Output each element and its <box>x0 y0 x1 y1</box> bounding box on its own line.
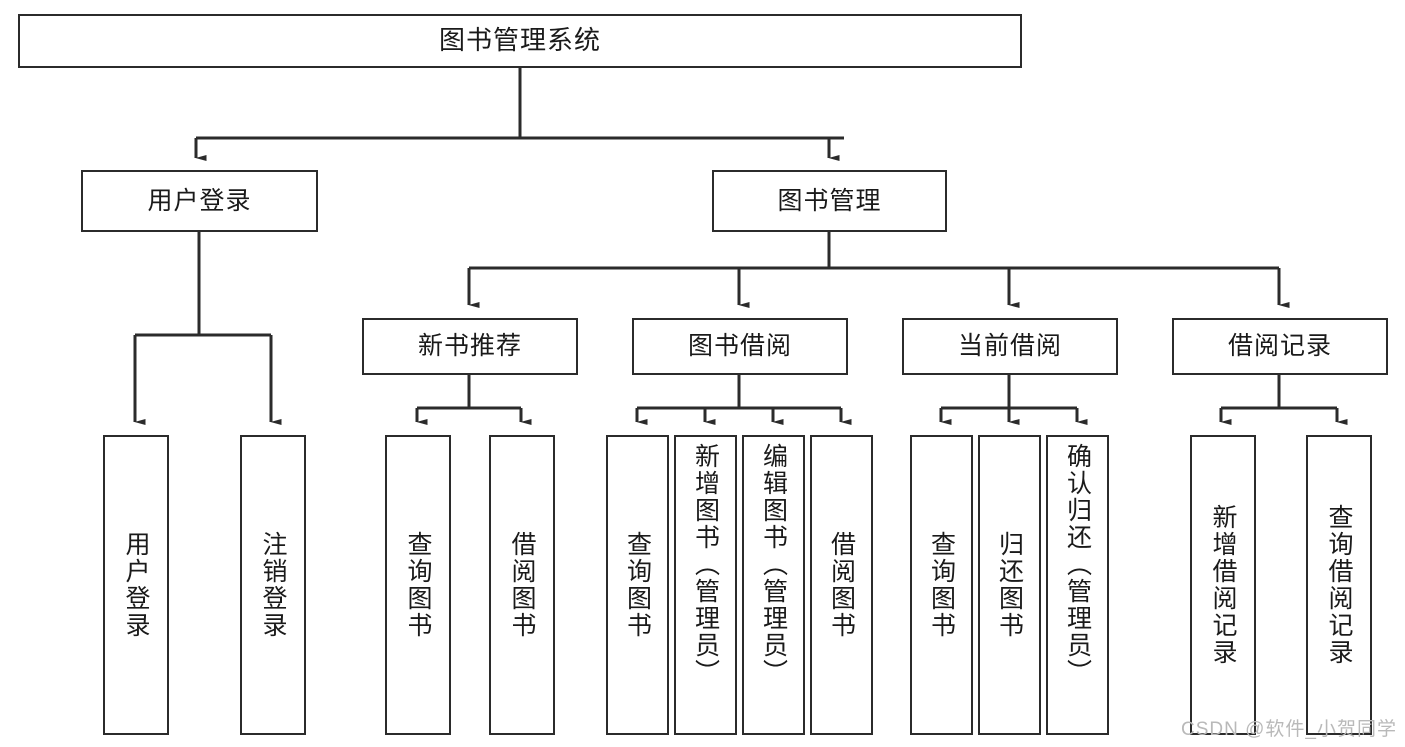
node-label: 当前借阅 <box>957 332 1062 361</box>
node-label: 借阅记录 <box>1227 332 1332 361</box>
node-label: 用户登录 <box>122 531 150 639</box>
node-label: 查询借阅记录 <box>1325 504 1353 666</box>
node-label: 用户登录 <box>147 186 252 215</box>
leaf-return-book[interactable]: 归还图书 <box>978 435 1041 735</box>
leaf-add-borrow-record[interactable]: 新增借阅记录 <box>1190 435 1256 735</box>
csdn-watermark: CSDN @软件_小贺同学 <box>1181 719 1397 740</box>
node-book-management[interactable]: 图书管理 <box>712 170 947 232</box>
node-borrow-record[interactable]: 借阅记录 <box>1172 318 1388 375</box>
node-label: 借阅图书 <box>508 531 536 639</box>
leaf-borrow-book-recommend[interactable]: 借阅图书 <box>489 435 555 735</box>
node-current-borrow[interactable]: 当前借阅 <box>902 318 1118 375</box>
leaf-confirm-return-admin[interactable]: 确认归还（管理员） <box>1046 435 1109 735</box>
node-user-login[interactable]: 用户登录 <box>81 170 318 232</box>
leaf-borrow-book[interactable]: 借阅图书 <box>810 435 873 735</box>
node-label: 新增借阅记录 <box>1209 504 1237 666</box>
node-label: 归还图书 <box>995 531 1024 639</box>
node-root-book-management-system[interactable]: 图书管理系统 <box>18 14 1022 68</box>
leaf-query-book-borrow[interactable]: 查询图书 <box>606 435 669 735</box>
node-label: 新书推荐 <box>417 332 522 361</box>
node-label: 查询图书 <box>623 531 652 639</box>
node-label: 查询图书 <box>927 531 956 639</box>
leaf-query-book-current[interactable]: 查询图书 <box>910 435 973 735</box>
node-label: 图书管理 <box>777 186 882 215</box>
leaf-edit-book-admin[interactable]: 编辑图书（管理员） <box>742 435 805 735</box>
leaf-logout[interactable]: 注销登录 <box>240 435 306 735</box>
node-book-borrow[interactable]: 图书借阅 <box>632 318 848 375</box>
leaf-query-borrow-record[interactable]: 查询借阅记录 <box>1306 435 1372 735</box>
node-label: 图书借阅 <box>687 332 792 361</box>
leaf-query-book-recommend[interactable]: 查询图书 <box>385 435 451 735</box>
leaf-user-login[interactable]: 用户登录 <box>103 435 169 735</box>
node-label: 编辑图书（管理员） <box>759 443 788 686</box>
leaf-add-book-admin[interactable]: 新增图书（管理员） <box>674 435 737 735</box>
node-label: 借阅图书 <box>827 531 856 639</box>
node-new-book-recommend[interactable]: 新书推荐 <box>362 318 578 375</box>
node-label: 新增图书（管理员） <box>691 443 720 686</box>
node-label: 查询图书 <box>404 531 432 639</box>
node-label: 图书管理系统 <box>438 25 601 56</box>
node-label: 注销登录 <box>259 531 287 639</box>
node-label: 确认归还（管理员） <box>1063 443 1092 686</box>
